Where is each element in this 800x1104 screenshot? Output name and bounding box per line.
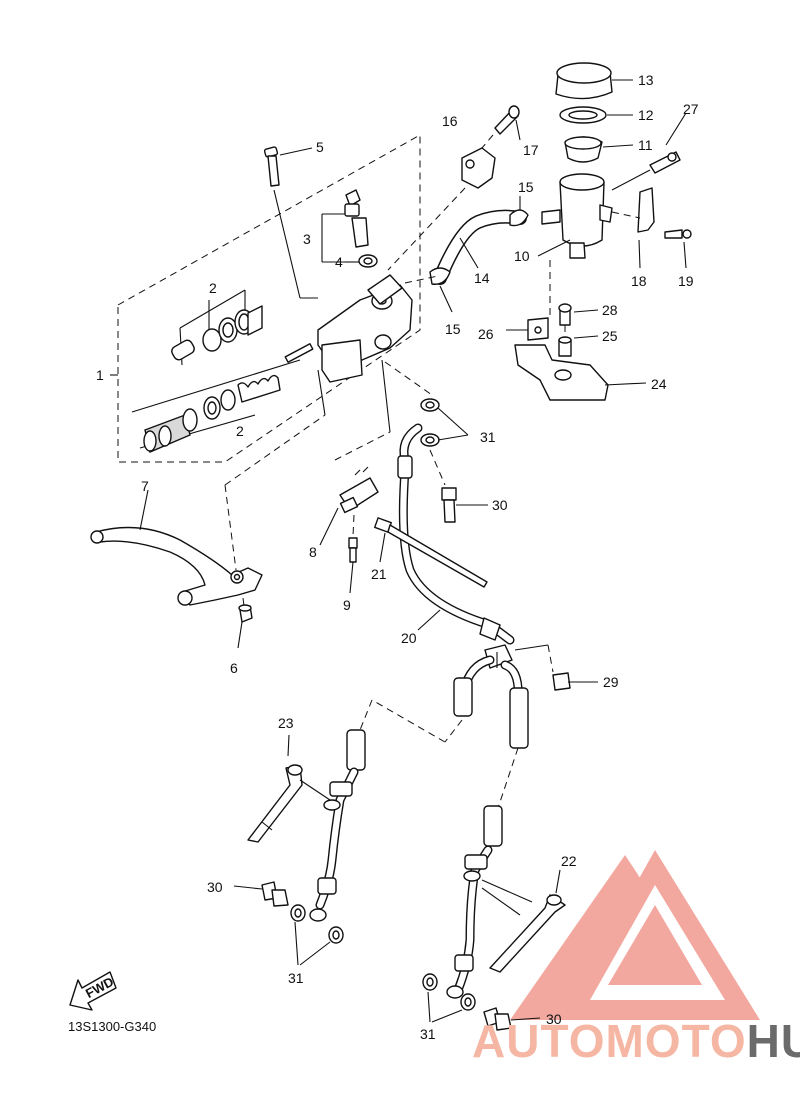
callout-31-left: 31 <box>288 970 304 986</box>
brake-hose-left <box>309 655 495 922</box>
hose-guide-22 <box>481 869 566 973</box>
watermark-brand-part2: HUB <box>747 1015 800 1067</box>
brake-hose-main <box>397 423 515 645</box>
callout-11: 11 <box>638 137 653 153</box>
reservoir <box>537 62 634 259</box>
brake-hose-right <box>446 660 529 999</box>
brake-lever <box>90 369 326 606</box>
piston-kit-upper <box>171 289 263 366</box>
callout-6: 6 <box>230 660 238 676</box>
callout-21: 21 <box>371 566 387 582</box>
callout-30-upper: 30 <box>492 497 508 513</box>
callout-13: 13 <box>638 72 654 88</box>
callout-7: 7 <box>141 478 149 494</box>
holder-16 <box>387 105 521 271</box>
callout-22: 22 <box>561 853 577 869</box>
banjo-upper <box>384 361 488 523</box>
callout-10: 10 <box>514 248 530 264</box>
diagram-code: 13S1300-G340 <box>68 1019 156 1034</box>
bolt-5 <box>263 146 318 299</box>
callout-labels: 1 2 2 3 4 5 6 7 8 9 10 11 12 13 14 15 15… <box>96 72 699 1042</box>
reservoir-stay <box>611 112 692 269</box>
clamp-band <box>374 517 488 588</box>
banjo-lower-right <box>422 973 541 1031</box>
piston-assembly-lower <box>131 343 314 453</box>
callout-5: 5 <box>316 139 324 155</box>
callout-31-right: 31 <box>420 1026 436 1042</box>
callout-1: 1 <box>96 367 104 383</box>
callout-8: 8 <box>309 544 317 560</box>
bracket-24 <box>506 260 647 401</box>
hose-guide-23 <box>247 734 331 843</box>
callout-27: 27 <box>683 101 699 117</box>
master-cylinder-body <box>317 274 413 383</box>
callout-26: 26 <box>478 326 494 342</box>
callout-29: 29 <box>603 674 619 690</box>
brake-switch <box>319 359 391 594</box>
callout-19: 19 <box>678 273 694 289</box>
callout-3: 3 <box>303 231 311 247</box>
bleed-screw <box>321 189 378 268</box>
callout-14: 14 <box>474 270 490 286</box>
reservoir-hose <box>404 196 529 313</box>
callout-18: 18 <box>631 273 647 289</box>
callout-16: 16 <box>442 113 458 129</box>
callout-4: 4 <box>335 254 343 270</box>
watermark-brand-text: AUTOMOTOHUB <box>472 1015 800 1067</box>
callout-15-lower: 15 <box>445 321 461 337</box>
fwd-arrow-icon: FWD <box>69 971 117 1011</box>
callout-15-upper: 15 <box>518 179 534 195</box>
watermark-brand-part1: AUTOMOTO <box>472 1015 747 1067</box>
callout-20: 20 <box>401 630 417 646</box>
banjo-lower-left <box>233 881 344 966</box>
callout-30-left: 30 <box>207 879 223 895</box>
watermark-logo <box>510 850 760 1020</box>
callout-12: 12 <box>638 107 654 123</box>
callout-9: 9 <box>343 597 351 613</box>
callout-24: 24 <box>651 376 667 392</box>
nut-6 <box>237 597 253 649</box>
callout-31-upper: 31 <box>480 429 496 445</box>
callout-2-lower: 2 <box>236 423 244 439</box>
assembly-1-outline <box>117 134 421 463</box>
callout-25: 25 <box>602 328 618 344</box>
callout-30-right: 30 <box>546 1011 562 1027</box>
callout-28: 28 <box>602 302 618 318</box>
callout-17: 17 <box>523 142 539 158</box>
callout-2-upper: 2 <box>209 280 217 296</box>
callout-23: 23 <box>278 715 294 731</box>
